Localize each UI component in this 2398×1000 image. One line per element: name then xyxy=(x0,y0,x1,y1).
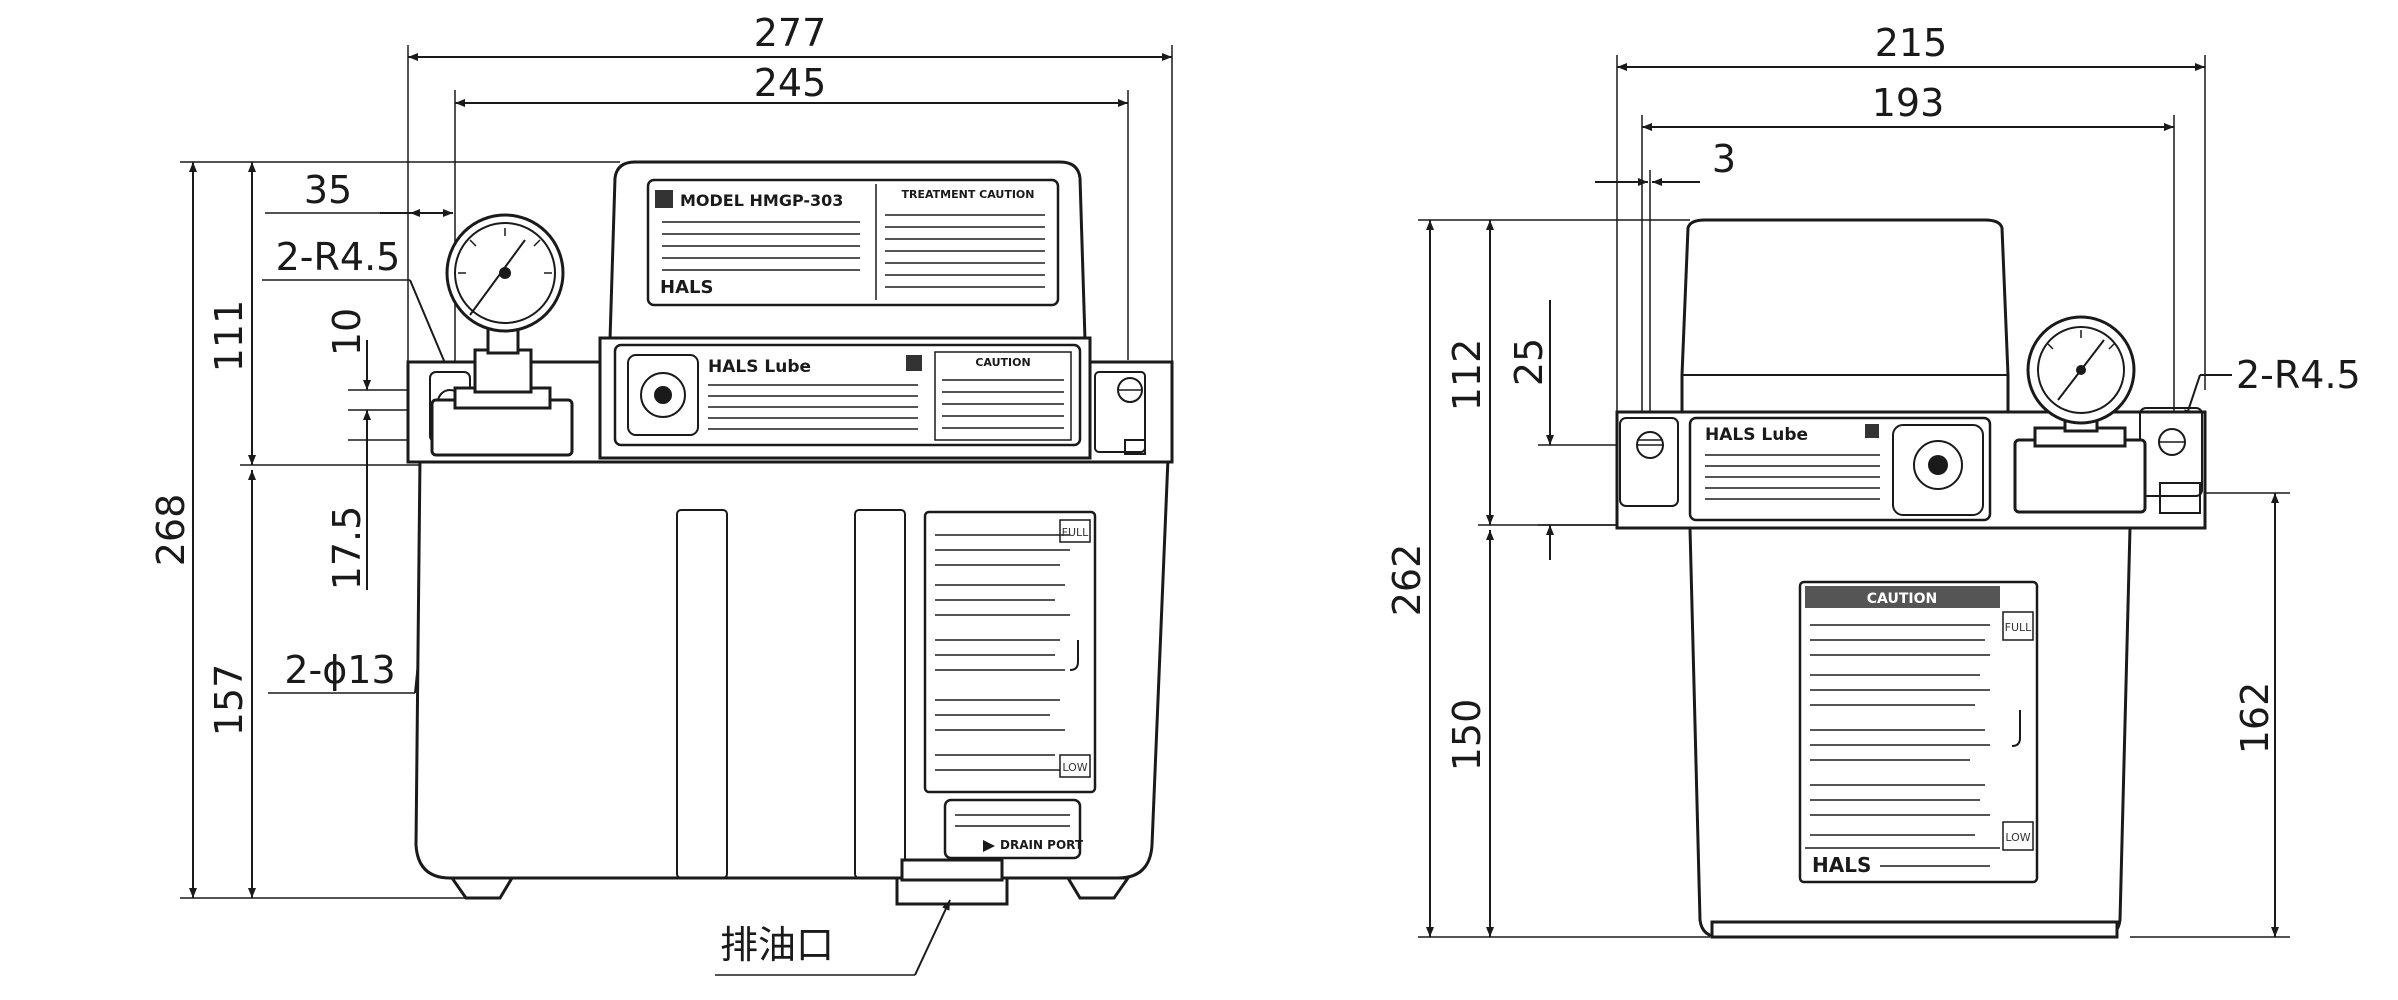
dim-162-label: 162 xyxy=(2233,682,2277,755)
side-reservoir-cap xyxy=(1680,218,2010,414)
dim-side-height-262: 262 xyxy=(1385,219,1710,938)
front-drain-port-plate: DRAIN PORT xyxy=(943,798,1084,860)
dim-side-offset-3: 3 xyxy=(1595,137,1736,430)
dim-holes-label: 2-ϕ13 xyxy=(284,648,395,692)
dim-side-height-150: 150 xyxy=(1445,530,1494,937)
front-drain-callout: 排油口 xyxy=(715,899,951,976)
front-top-nameplate: MODEL HMGP-303 HALS TREATMENT CAUTION xyxy=(646,178,1060,307)
side-radius-callout: 2-R4.5 xyxy=(2184,353,2361,421)
front-level-full: FULL xyxy=(1062,526,1090,539)
dim-10-label: 10 xyxy=(325,308,369,356)
side-view: 215 193 3 262 112 xyxy=(1385,21,2361,939)
dim-front-offset-35: 35 xyxy=(265,168,453,217)
dim-front-height-10: 10 xyxy=(325,308,445,460)
dim-side-width-inner: 193 xyxy=(1641,81,2175,420)
dim-262-label: 262 xyxy=(1385,544,1429,617)
dim-side-height-112: 112 xyxy=(1445,220,1690,526)
front-drain-port-text: DRAIN PORT xyxy=(1000,838,1084,852)
dim-277-label: 277 xyxy=(754,11,827,55)
side-pressure-gauge xyxy=(2013,315,2147,514)
front-view: 277 245 35 2-R4.5 268 xyxy=(149,11,1174,976)
front-radius-callout: 2-R4.5 xyxy=(262,235,451,376)
dim-111-label: 111 xyxy=(207,300,251,373)
drain-label: 排油口 xyxy=(720,923,834,967)
side-caution-label: CAUTION HALS FULL LOW xyxy=(1798,580,2039,884)
top-plate-model: MODEL HMGP-303 xyxy=(680,191,843,210)
side-nameplate: HALS Lube xyxy=(1688,416,1992,522)
dim-157-label: 157 xyxy=(207,664,251,737)
dim-side-height-162: 162 xyxy=(2130,492,2290,938)
dim-268-label: 268 xyxy=(149,494,193,567)
front-level-window: FULL LOW xyxy=(923,510,1097,794)
side-caution-brand: HALS xyxy=(1812,853,1871,877)
dim-245-label: 245 xyxy=(754,61,827,105)
dim-3-label: 3 xyxy=(1712,137,1736,181)
dim-radius-label: 2-R4.5 xyxy=(276,235,401,279)
side-caution-title: CAUTION xyxy=(1867,591,1937,607)
top-plate-caution-title: TREATMENT CAUTION xyxy=(902,188,1035,201)
dim-35-label: 35 xyxy=(304,168,352,212)
side-level-low: LOW xyxy=(2005,831,2030,844)
dim-front-height-17-5: 17.5 xyxy=(325,410,445,590)
dim-front-width-inner: 245 xyxy=(454,61,1129,385)
top-plate-brand: HALS xyxy=(660,277,713,298)
mid-plate-caution-title: CAUTION xyxy=(975,356,1030,369)
dim-112-label: 112 xyxy=(1445,339,1489,412)
side-level-full: FULL xyxy=(2005,621,2033,634)
dim-front-height-157: 157 xyxy=(207,470,256,898)
dim-side-height-25: 25 xyxy=(1507,300,1630,560)
dim-front-width-overall: 277 xyxy=(407,11,1173,385)
dim-215-label: 215 xyxy=(1875,21,1948,65)
side-radius-label: 2-R4.5 xyxy=(2236,353,2361,397)
front-pressure-gauge xyxy=(430,213,574,457)
front-level-low: LOW xyxy=(1062,761,1087,774)
front-mid-nameplate: HALS Lube CAUTION xyxy=(613,343,1082,447)
side-plate-brand: HALS Lube xyxy=(1705,425,1808,445)
dim-150-label: 150 xyxy=(1445,699,1489,772)
dim-17-5-label: 17.5 xyxy=(325,506,369,591)
dim-front-height-111: 111 xyxy=(207,162,420,466)
dim-193-label: 193 xyxy=(1872,81,1945,125)
mid-plate-brand: HALS Lube xyxy=(708,357,811,377)
dim-25-label: 25 xyxy=(1507,338,1551,386)
dim-side-width-overall: 215 xyxy=(1616,21,2206,415)
